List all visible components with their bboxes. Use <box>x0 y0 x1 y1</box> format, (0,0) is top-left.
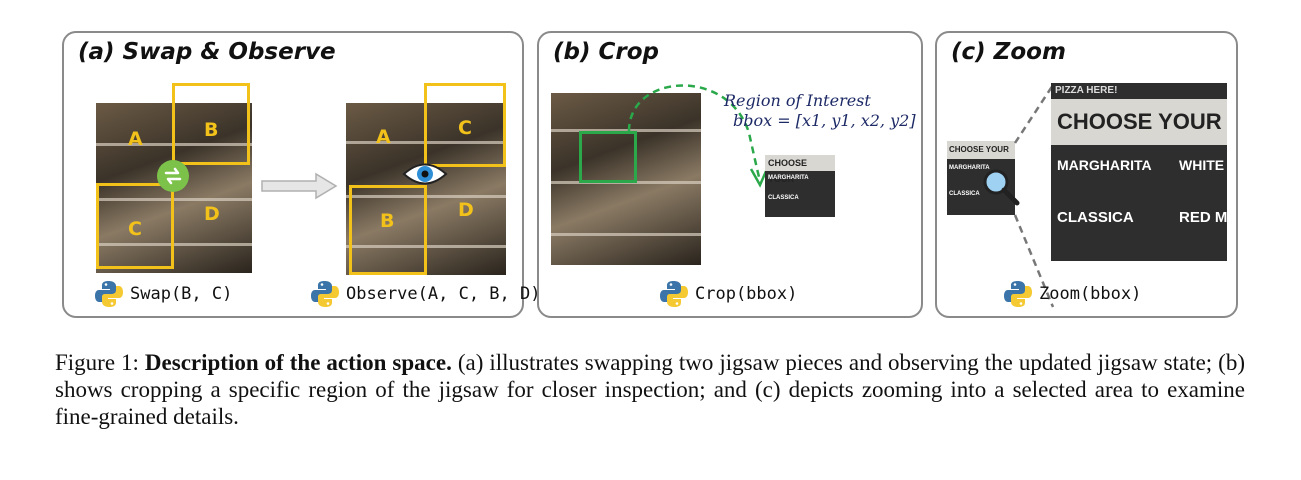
menu-item: RED M <box>1179 209 1227 226</box>
menu-item: WHITE <box>1179 157 1225 173</box>
caption-text: (a) illustrates swapping two jigsaw piec… <box>55 350 1245 429</box>
menu-item: MARGHARITA <box>1057 157 1152 173</box>
tile-label: C <box>458 117 472 139</box>
crop-arrow-icon <box>627 84 769 188</box>
tile-b-before <box>172 83 250 165</box>
menu-item: CLASSICA <box>1057 209 1134 226</box>
zoom-lines <box>1013 84 1055 308</box>
python-icon <box>1004 281 1032 307</box>
tile-label: D <box>204 203 220 225</box>
swap-icon <box>157 160 189 192</box>
menu-item: MARGHARITA <box>768 175 809 181</box>
zoom-call: Zoom(bbox) <box>1003 279 1141 309</box>
tile-c-before <box>96 183 174 269</box>
caption-bold: Description of the action space. <box>144 350 452 375</box>
figure-caption: Figure 1: Description of the action spac… <box>55 349 1245 430</box>
tile-label: C <box>128 218 142 240</box>
menu-heading: CHOOSE YOUR <box>765 155 835 184</box>
menu-item: CLASSICA <box>949 191 980 197</box>
menu-sign: PIZZA HERE! <box>1051 83 1227 99</box>
tile-label: D <box>458 199 474 221</box>
observe-call-label: Observe(A, C, B, D) <box>346 284 541 304</box>
panel-a-title: (a) Swap & Observe <box>78 39 336 65</box>
crop-call-label: Crop(bbox) <box>695 284 798 304</box>
tile-label: A <box>376 126 391 148</box>
menu-item: MARGHARITA <box>949 165 990 171</box>
python-icon <box>311 281 339 307</box>
crop-call: Crop(bbox) <box>659 279 797 309</box>
panel-b-title: (b) Crop <box>553 39 659 65</box>
swap-call-label: Swap(B, C) <box>130 284 233 304</box>
zoomed-menu: PIZZA HERE! CHOOSE YOUR MARGHARITA WHITE… <box>1051 83 1227 261</box>
menu-item: CLASSICA <box>768 195 799 201</box>
caption-prefix: Figure 1: <box>55 350 145 375</box>
panel-zoom: (c) Zoom CHOOSE YOUR MARGHARITA CLASSICA… <box>935 31 1238 318</box>
zoom-call-label: Zoom(bbox) <box>1039 284 1142 304</box>
tile-label: B <box>204 119 219 141</box>
observe-call: Observe(A, C, B, D) <box>310 279 540 309</box>
jigsaw-crop-source <box>551 93 701 265</box>
eye-icon <box>402 163 448 185</box>
tile-label: A <box>128 128 143 150</box>
roi-label: Region of Interest <box>724 91 871 110</box>
transition-arrow-icon <box>261 172 338 200</box>
cropped-menu: CHOOSE YOUR MARGHARITA CLASSICA <box>765 155 835 217</box>
tile-b-after <box>349 185 427 275</box>
panel-swap-observe: (a) Swap & Observe A B C D A C B D <box>62 31 540 318</box>
tile-label: B <box>380 210 395 232</box>
panel-crop: (b) Crop Region of Interest bbox = [x1, … <box>537 31 923 318</box>
menu-heading: CHOOSE YOUR <box>947 141 1015 159</box>
swap-call: Swap(B, C) <box>94 279 232 309</box>
python-icon <box>95 281 123 307</box>
menu-heading: CHOOSE YOUR <box>1051 99 1227 145</box>
panel-c-title: (c) Zoom <box>951 39 1066 65</box>
python-icon <box>660 281 688 307</box>
crop-region-box <box>579 131 637 183</box>
tile-c-after <box>424 83 506 167</box>
magnifier-icon <box>983 169 1020 206</box>
bbox-label: bbox = [x1, y1, x2, y2] <box>733 111 916 130</box>
